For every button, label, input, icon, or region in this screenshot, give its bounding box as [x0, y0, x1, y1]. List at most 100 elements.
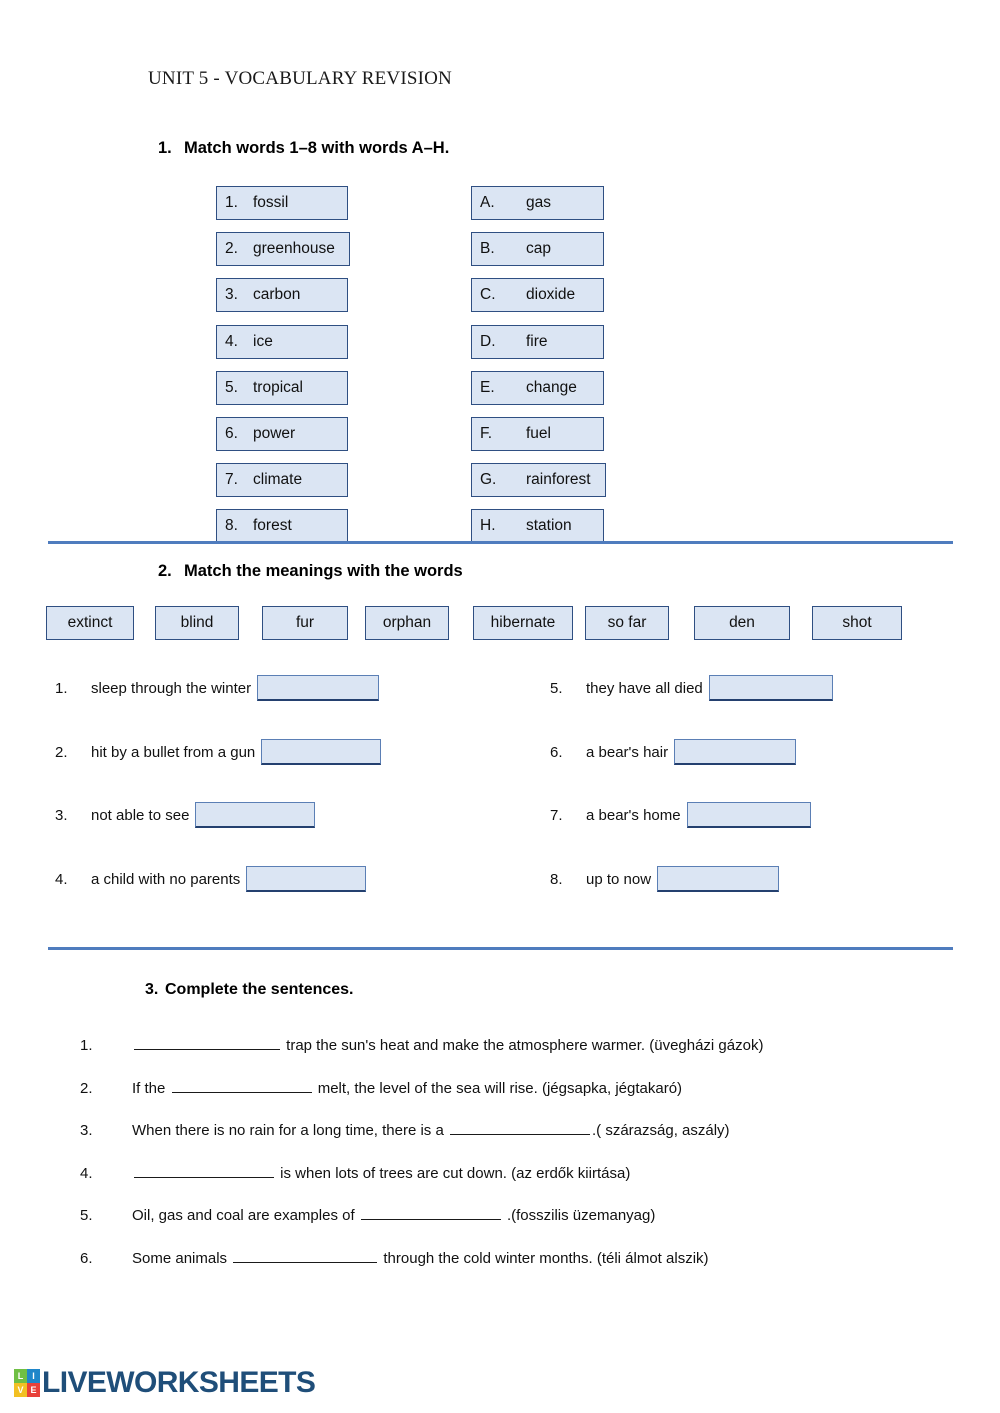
match-box-7[interactable]: 7.climate	[216, 463, 348, 498]
exercise-1-number: 1.	[158, 139, 172, 157]
logo-tile-e: E	[27, 1383, 40, 1397]
word-bank-chip[interactable]: extinct	[46, 606, 134, 640]
answer-input[interactable]	[686, 802, 811, 829]
match-box-1[interactable]: 1.fossil	[216, 186, 348, 220]
answer-input[interactable]	[261, 738, 382, 765]
definition-row: 6.a bear's hair	[550, 738, 797, 767]
match-box-word: fire	[526, 332, 548, 350]
definition-number: 7.	[550, 807, 563, 824]
match-box-key: A.	[480, 194, 495, 211]
answer-input[interactable]	[246, 865, 367, 892]
page-title: UNIT 5 - VOCABULARY REVISION	[148, 68, 452, 89]
match-box-d[interactable]: D. fire	[471, 324, 604, 359]
sentence-row: 1. trap the sun's heat and make the atmo…	[80, 1033, 763, 1059]
match-box-b[interactable]: B.cap	[471, 232, 604, 267]
sentence-row: 3.When there is no rain for a long time,…	[80, 1118, 730, 1144]
liveworksheets-logo: L I V E LIVEWORKSHEETS	[14, 1368, 316, 1398]
exercise-2-number: 2.	[158, 562, 172, 580]
match-box-3[interactable]: 3.carbon	[216, 278, 348, 313]
answer-input[interactable]	[657, 865, 780, 892]
exercise-1-instruction: Match words 1–8 with words A–H.	[184, 139, 450, 157]
match-box-a[interactable]: A. gas	[471, 186, 604, 220]
definition-text: not able to see	[91, 807, 190, 824]
exercise-1-heading: 1. Match words 1–8 with words A–H.	[158, 139, 449, 158]
match-box-f[interactable]: F.fuel	[471, 417, 604, 451]
definition-row: 8. up to now	[550, 865, 780, 894]
match-box-word: ice	[253, 332, 273, 350]
sentence-row: 4. is when lots of trees are cut down. (…	[80, 1161, 630, 1187]
match-box-word: carbon	[253, 286, 301, 304]
sentence-blank[interactable]	[134, 1163, 274, 1178]
definition-text: up to now	[586, 870, 652, 888]
section-divider-1	[48, 541, 953, 544]
exercise-3-heading: 3.Complete the sentences.	[145, 981, 354, 999]
sentence-blank[interactable]	[233, 1248, 378, 1263]
sentence-blank[interactable]	[450, 1120, 590, 1136]
match-box-6[interactable]: 6. power	[216, 417, 348, 451]
definition-row: 5.they have all died	[550, 675, 833, 703]
word-bank-chip[interactable]: shot	[812, 606, 902, 640]
match-box-c[interactable]: C. dioxide	[471, 278, 604, 313]
answer-input[interactable]	[195, 802, 316, 829]
word-bank-chip[interactable]: so far	[585, 606, 669, 640]
answer-input[interactable]	[257, 675, 380, 702]
definition-number: 5.	[550, 680, 563, 697]
sentence-text-before: Some animals	[132, 1250, 232, 1267]
word-bank-chip[interactable]: den	[694, 606, 790, 640]
sentence-blank[interactable]	[360, 1205, 501, 1221]
answer-input[interactable]	[674, 738, 797, 765]
sentence-text-after: melt, the level of the sea will rise. (j…	[313, 1079, 683, 1097]
match-box-g[interactable]: G. rainforest	[471, 463, 606, 498]
match-box-key: C.	[480, 286, 496, 304]
match-box-word: power	[253, 425, 296, 442]
word-bank-chip[interactable]: orphan	[365, 606, 449, 640]
match-box-4[interactable]: 4. ice	[216, 324, 348, 359]
match-box-word: gas	[526, 194, 551, 211]
definition-row: 7. a bear's home	[550, 802, 811, 830]
definition-text: sleep through the winter	[91, 680, 252, 697]
word-bank-chip[interactable]: blind	[155, 606, 239, 640]
match-box-key: E.	[480, 378, 495, 396]
sentence-number: 4.	[80, 1164, 93, 1182]
match-box-e[interactable]: E.change	[471, 370, 604, 405]
section-divider-2	[48, 947, 953, 950]
sentence-text-after: .(fosszilis üzemanyag)	[502, 1207, 656, 1225]
match-box-word: climate	[253, 471, 303, 489]
definition-text: a bear's home	[586, 807, 681, 824]
match-box-word: cap	[526, 240, 551, 258]
match-box-key: 2.	[225, 240, 238, 258]
match-box-5[interactable]: 5.tropical	[216, 370, 348, 405]
logo-tile-i: I	[27, 1369, 40, 1383]
sentence-text-after: through the cold winter months. (téli ál…	[379, 1250, 709, 1267]
match-box-key: H.	[480, 517, 496, 535]
word-bank-chip[interactable]: hibernate	[473, 606, 573, 640]
logo-tile-v: V	[14, 1383, 27, 1397]
logo-tiles-icon: L I V E	[14, 1369, 40, 1397]
definition-row: 4.a child with no parents	[55, 865, 367, 894]
sentence-blank[interactable]	[171, 1078, 312, 1093]
sentence-text-after: is when lots of trees are cut down. (az …	[276, 1164, 631, 1182]
sentence-number: 1.	[80, 1037, 93, 1054]
match-box-key: G.	[480, 471, 497, 489]
definition-number: 1.	[55, 680, 68, 697]
match-box-h[interactable]: H.station	[471, 509, 604, 544]
match-box-key: D.	[480, 332, 496, 350]
match-box-8[interactable]: 8.forest	[216, 509, 348, 544]
sentence-text-before: If the	[132, 1079, 170, 1097]
sentence-blank[interactable]	[134, 1035, 280, 1050]
definition-number: 8.	[550, 870, 563, 888]
sentence-number: 2.	[80, 1079, 93, 1097]
match-box-key: F.	[480, 425, 493, 442]
definition-row: 3.not able to see	[55, 802, 316, 830]
exercise-2-instruction: Match the meanings with the words	[184, 562, 463, 580]
match-box-key: 6.	[225, 425, 238, 442]
word-bank-chip[interactable]: fur	[262, 606, 348, 640]
match-box-key: 4.	[225, 332, 238, 350]
answer-input[interactable]	[708, 675, 833, 702]
match-box-word: dioxide	[526, 286, 576, 304]
match-box-word: rainforest	[526, 471, 591, 489]
definition-text: a child with no parents	[91, 870, 241, 888]
sentence-text-after: .( szárazság, aszály)	[592, 1122, 730, 1140]
match-box-2[interactable]: 2.greenhouse	[216, 232, 350, 267]
